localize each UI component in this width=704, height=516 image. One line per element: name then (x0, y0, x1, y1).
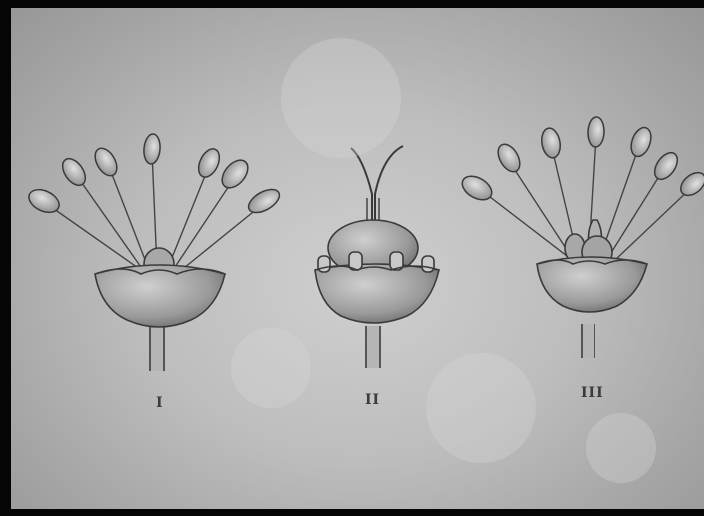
figure-1-label: I (156, 395, 164, 411)
flower-figure-2 (315, 146, 439, 368)
flower-figure-3 (458, 117, 704, 358)
figure-3-label: III (581, 385, 604, 401)
botanical-plate: I II III (11, 8, 704, 509)
flower-illustrations (11, 8, 704, 509)
figure-2-label: II (365, 392, 380, 408)
flower-figure-1 (25, 133, 283, 371)
